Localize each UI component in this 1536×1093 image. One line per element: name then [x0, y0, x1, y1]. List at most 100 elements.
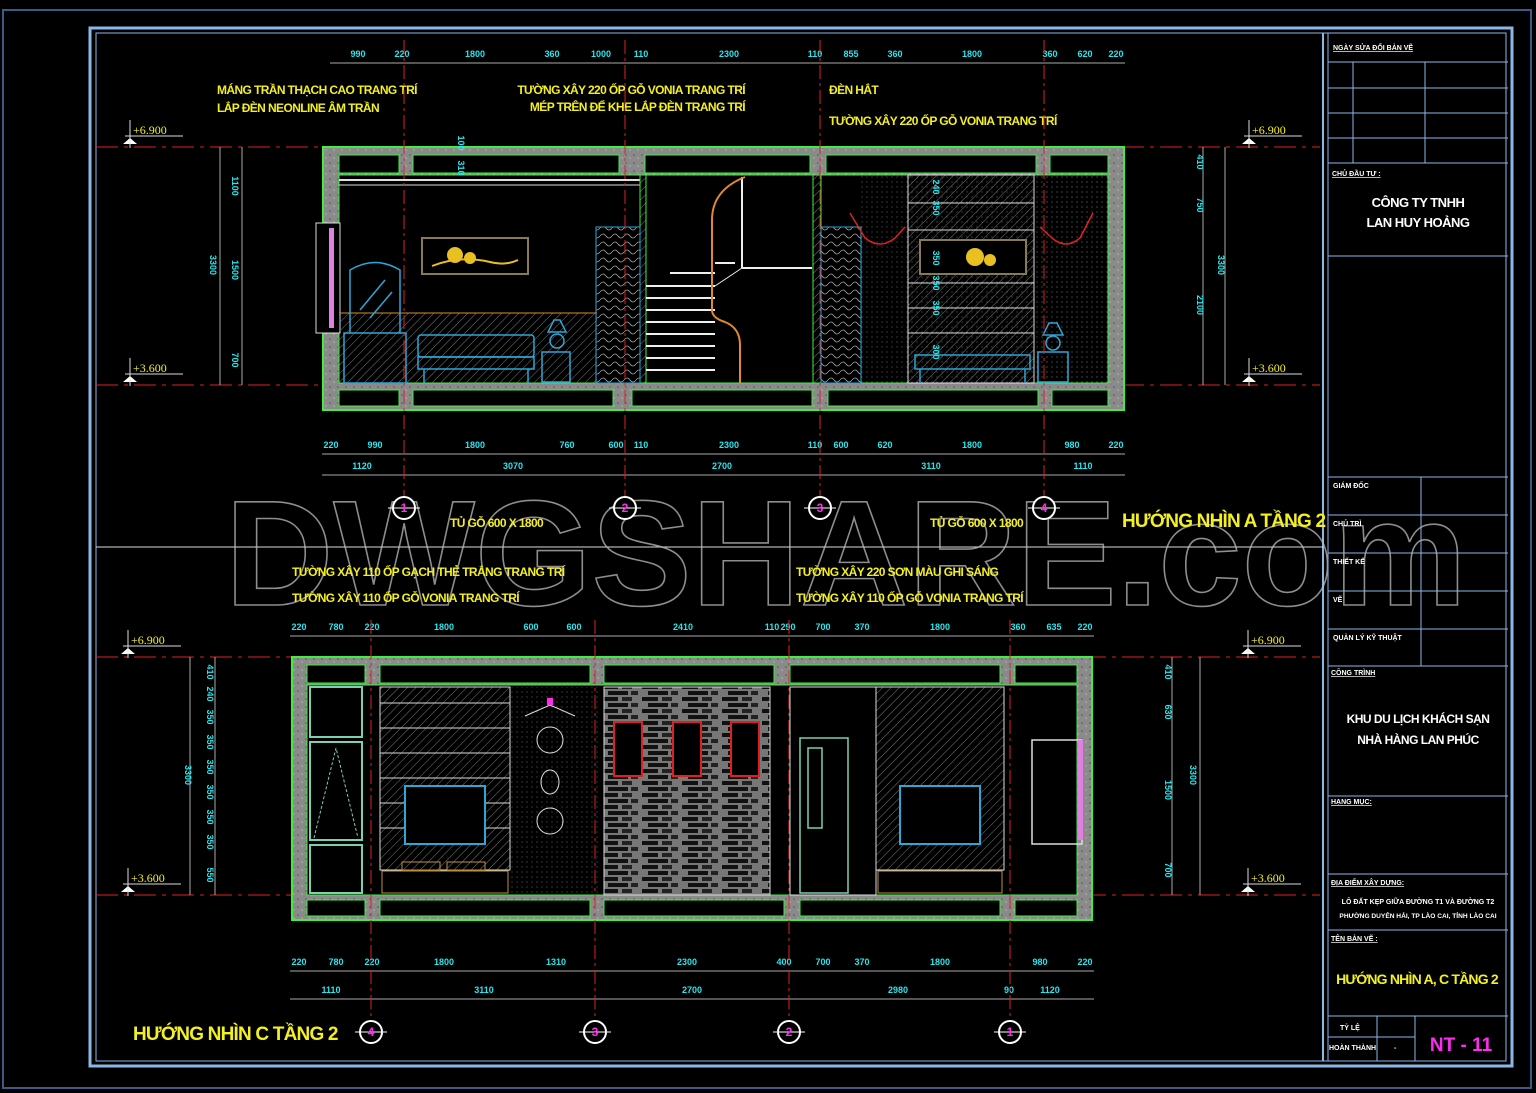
- role-technical-manager: QUẢN LÝ KỸ THUẬT: [1333, 633, 1403, 642]
- dimension-label: 410: [205, 664, 215, 679]
- painting-icon: [919, 239, 1027, 275]
- dimension-label: 400: [776, 957, 791, 967]
- dimension-label: 2300: [677, 957, 697, 967]
- dimension-label: 620: [1077, 49, 1092, 59]
- wall-lamp-icon: [849, 212, 1094, 245]
- dimension-label: 1110: [321, 985, 340, 995]
- dimension-label: 780: [328, 957, 343, 967]
- dimension-label: 3300: [1188, 765, 1198, 785]
- view-a-title: HƯỚNG NHÌN A TẦNG 2: [1122, 510, 1325, 532]
- dimension-label: 1500: [230, 260, 240, 280]
- dimension-label: 220: [1108, 49, 1123, 59]
- annotation-label: TƯỜNG XÂY 110 ỐP GỖ VONIA TRANG TRÍ: [292, 590, 520, 605]
- lamp-nightstand-icon: [1037, 322, 1069, 383]
- dimension-label: 600: [566, 622, 581, 632]
- grid-bubble: [579, 1020, 611, 1044]
- grid-bubble: [388, 496, 420, 520]
- dimension-label: 1120: [1040, 985, 1060, 995]
- dimension-label: 240: [931, 179, 941, 194]
- drawing-name: HƯỚNG NHÌN A, C TẦNG 2: [1336, 970, 1499, 987]
- grid-bubble: [1028, 496, 1060, 520]
- dimension-label: 1000: [591, 49, 611, 59]
- owner-line-1: CÔNG TY TNHH: [1372, 195, 1465, 210]
- dimension-label: 360: [1010, 622, 1025, 632]
- dimension-label: 220: [1077, 622, 1092, 632]
- tv-icon: [899, 785, 981, 845]
- dimension-label: 980: [1032, 957, 1047, 967]
- dimension-label: 2300: [719, 440, 739, 450]
- dimension-label: 1800: [930, 622, 950, 632]
- annotation-label: ĐÈN HẮT: [829, 82, 879, 97]
- annotation-label: TƯỜNG XÂY 110 ỐP GẠCH THẺ TRẮNG TRANG TR…: [292, 564, 566, 579]
- dimension-label: 3110: [921, 461, 941, 471]
- completed-label: HOÀN THÀNH: [1329, 1043, 1376, 1052]
- dimension-label: 2700: [712, 461, 732, 471]
- dimension-label: 2700: [682, 985, 702, 995]
- level-label: +3.600: [1252, 361, 1286, 375]
- title-block: [1327, 33, 1508, 1061]
- dimension-label: 3300: [183, 765, 193, 785]
- dimension-label: 350: [205, 809, 215, 824]
- annotation-label: TƯỜNG XÂY 110 ỐP GỖ VONIA TRANG TRÍ: [796, 590, 1024, 605]
- role-lead: CHỦ TRÌ: [1333, 519, 1361, 528]
- level-marker: [1242, 120, 1302, 148]
- dimension-label: 620: [877, 440, 892, 450]
- dimension-label: 700: [230, 352, 240, 367]
- annotation-label: MÁNG TRẦN THẠCH CAO TRANG TRÍ: [217, 82, 418, 97]
- role-director: GIÁM ĐỐC: [1333, 480, 1369, 490]
- vanity-mirror-icon: [343, 261, 407, 384]
- dimension-label: 220: [364, 622, 379, 632]
- level-label: +6.900: [131, 633, 165, 647]
- dimension-label: 290: [780, 622, 795, 632]
- dimension-label: 600: [523, 622, 538, 632]
- dimension-label: 1800: [962, 440, 982, 450]
- dimension-label: 360: [1042, 49, 1057, 59]
- annotation-label: TỦ GỖ 600 X 1800: [450, 515, 544, 530]
- dimension-label: 700: [815, 957, 830, 967]
- grid-bubble-label: 1: [1007, 1025, 1014, 1039]
- location-line-1: LÔ ĐẤT KẸP GIỮA ĐƯỜNG T1 VÀ ĐƯỜNG T2: [1342, 896, 1495, 906]
- project-line-1: KHU DU LỊCH KHÁCH SẠN: [1347, 711, 1490, 726]
- dimension-label: 3300: [1216, 255, 1226, 275]
- level-marker: [121, 630, 181, 658]
- dimension-label: 1110: [1073, 461, 1092, 471]
- dimension-label: 110: [765, 622, 780, 632]
- dimension-label: 760: [559, 440, 574, 450]
- watermark: DWGSHARE.com: [225, 469, 1467, 637]
- staircase-icon: [646, 177, 812, 371]
- dimension-label: 110: [634, 440, 649, 450]
- dimension-label: 90: [1004, 985, 1014, 995]
- completed-value: -: [1394, 1045, 1397, 1052]
- level-label: +3.600: [131, 871, 165, 885]
- tv-cabinet-icon: [877, 870, 1003, 894]
- project-line-2: NHÀ HÀNG LAN PHÚC: [1357, 732, 1479, 747]
- dimension-label: 350: [205, 759, 215, 774]
- level-marker: [1242, 358, 1302, 386]
- role-drafter: VẼ: [1333, 595, 1343, 604]
- level-marker: [1241, 630, 1301, 658]
- dimension-label: 2100: [1195, 295, 1205, 315]
- dimension-label: 350: [205, 834, 215, 849]
- dimension-label: 350: [205, 709, 215, 724]
- dimension-label: 1800: [434, 957, 454, 967]
- dimension-label: 1310: [546, 957, 566, 967]
- annotation-label: LẮP ĐÈN NEONLINE ÂM TRẦN: [217, 100, 379, 115]
- dimension-label: 220: [291, 622, 306, 632]
- level-marker: [1241, 868, 1301, 896]
- dimension-label: 220: [364, 957, 379, 967]
- dimension-label: 550: [205, 867, 215, 882]
- dimension-label: 110: [634, 49, 649, 59]
- dimension-label: 220: [291, 957, 306, 967]
- dimension-label: 2980: [888, 985, 908, 995]
- drawing-name-label: TÊN BẢN VẼ :: [1331, 934, 1378, 943]
- dimension-label: 370: [854, 622, 869, 632]
- owner-line-2: LAN HUY HOẢNG: [1366, 215, 1469, 230]
- dimension-label: 1800: [962, 49, 982, 59]
- dimension-label: 1800: [434, 622, 454, 632]
- bed-icon: [417, 334, 535, 383]
- grid-bubble-label: 1: [401, 501, 408, 515]
- dimension-label: 350: [931, 250, 941, 265]
- level-label: +6.900: [1251, 633, 1285, 647]
- revision-label: NGÀY SỬA ĐỔI BẢN VẼ: [1333, 43, 1413, 52]
- grid-bubble: [773, 1020, 805, 1044]
